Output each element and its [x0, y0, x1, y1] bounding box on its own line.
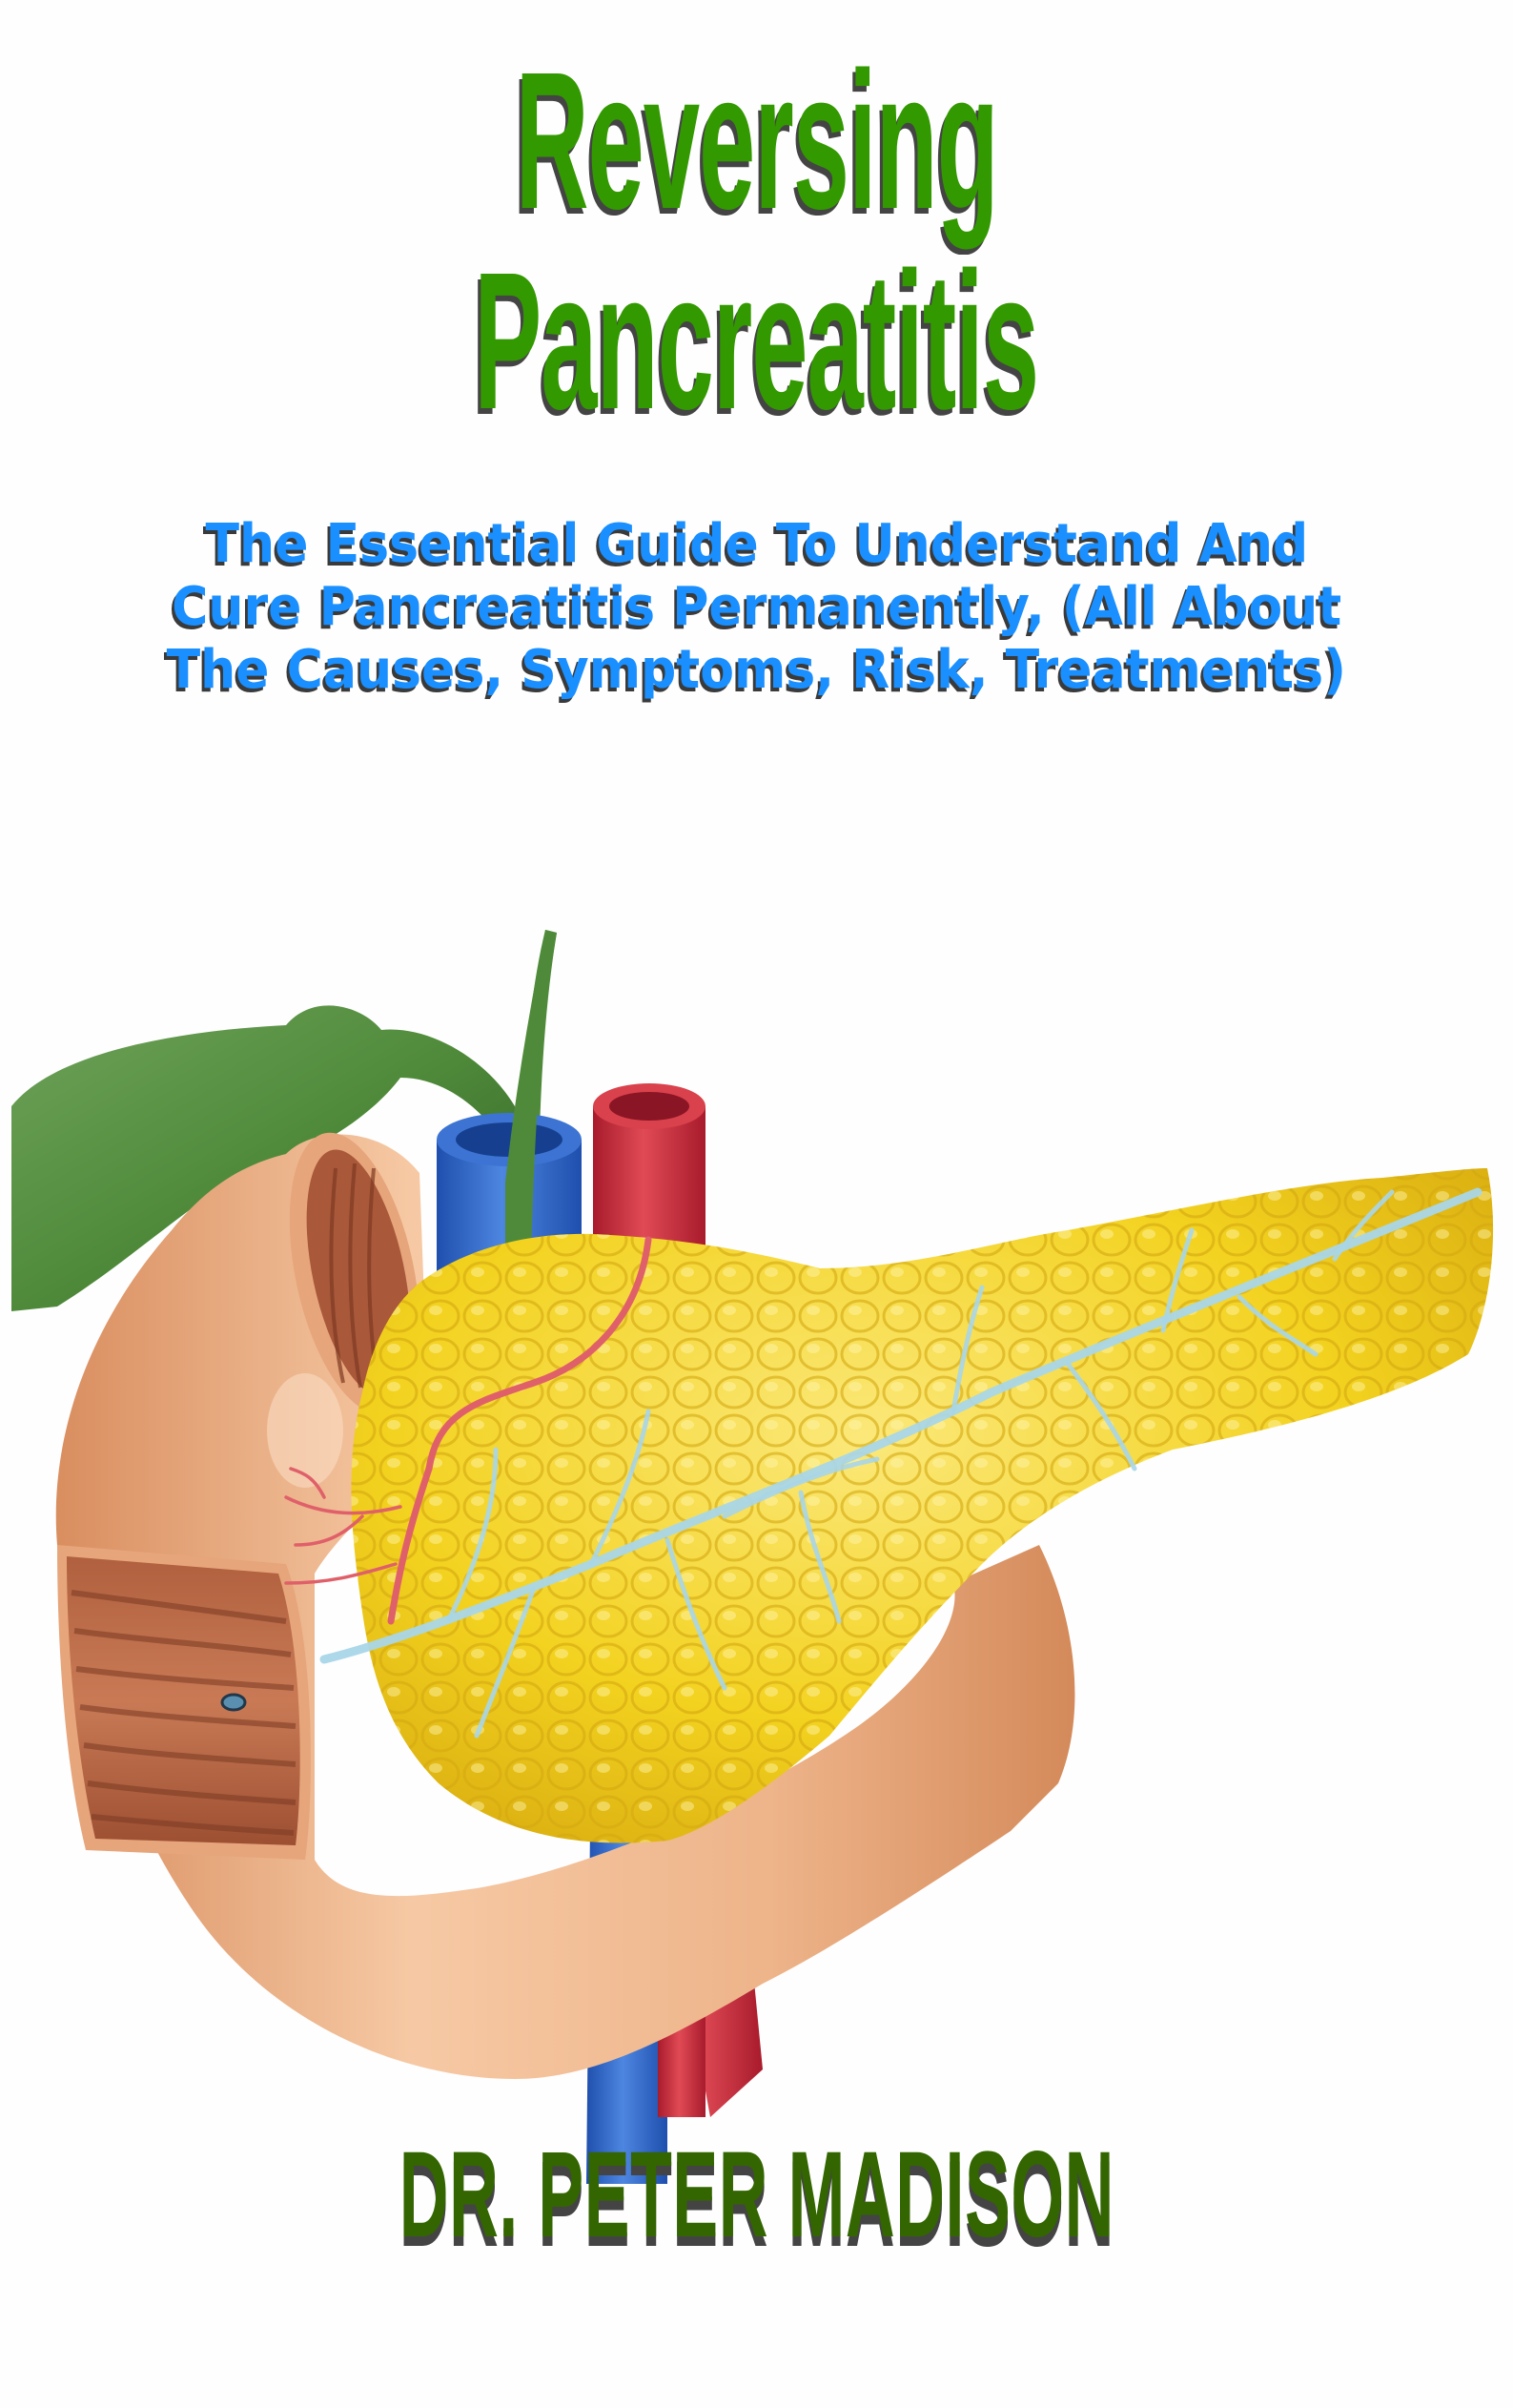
bile-duct-icon [505, 930, 557, 1335]
subtitle-text-3: The Causes, Symptoms, Risk, Treatments) [166, 639, 1347, 701]
title-text-pancreatitis: Pancreatitis [474, 232, 1040, 450]
subtitle: The Essential Guide To Understand And Cu… [0, 513, 1513, 702]
artery-branches-icon [387, 1236, 652, 1625]
author-text: DR. PETER MADISON [399, 2127, 1114, 2263]
pancreas-icon [319, 1168, 1494, 1843]
subtitle-line-1: The Essential Guide To Understand And [0, 513, 1513, 576]
author-name: DR. PETER MADISON [0, 2134, 1513, 2256]
title-line-2: Pancreatitis [0, 243, 1513, 439]
duodenum-icon [55, 1132, 1075, 2079]
title-line-1: Reversing [0, 43, 1513, 238]
subtitle-line-2: Cure Pancreatitis Permanently, (All Abou… [0, 576, 1513, 639]
subtitle-text-2: Cure Pancreatitis Permanently, (All Abou… [172, 576, 1341, 638]
subtitle-line-3: The Causes, Symptoms, Risk, Treatments) [0, 639, 1513, 702]
subtitle-text-1: The Essential Guide To Understand And [205, 513, 1308, 575]
pancreatic-duct-icon [319, 1187, 1482, 1664]
title-text-reversing: Reversing [515, 31, 998, 250]
pancreas-illustration [11, 930, 1494, 2184]
